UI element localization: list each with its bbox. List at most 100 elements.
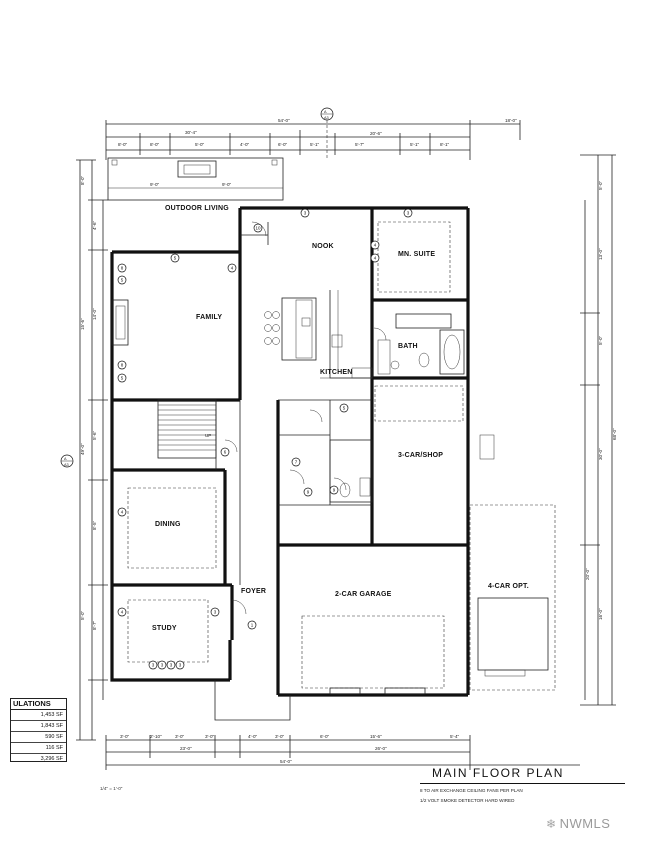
room-family: FAMILY (196, 314, 222, 321)
calculations-title: ULATIONS (11, 699, 66, 710)
svg-text:A: A (64, 457, 67, 461)
section-marker-left: A A3 (60, 454, 74, 468)
room-shop: 3-CAR/SHOP (398, 452, 443, 459)
room-garage: 2-CAR GARAGE (335, 591, 392, 598)
room-outdoor-living: OUTDOOR LIVING (165, 205, 229, 212)
nwmls-watermark: ❄ NWMLS (546, 816, 610, 831)
svg-text:4'-6": 4'-6" (92, 220, 97, 230)
calc-row: 590 SF (11, 732, 66, 743)
room-kitchen: KITCHEN (320, 369, 353, 376)
svg-text:5'-0": 5'-0" (80, 610, 85, 620)
svg-text:3'-0": 3'-0" (175, 734, 185, 739)
svg-text:3: 3 (152, 663, 155, 668)
svg-text:54'-0": 54'-0" (280, 759, 292, 764)
stair-up-label: UP (205, 433, 211, 438)
svg-text:20'-0": 20'-0" (585, 568, 590, 580)
svg-text:8'-5": 8'-5" (92, 520, 97, 530)
title-note-smoke: 1/2 VOLT SMOKE DETECTOR HARD WIRED (420, 798, 515, 803)
svg-text:1: 1 (251, 623, 254, 628)
nwmls-logo-icon: ❄ (546, 816, 557, 831)
svg-text:4'-0": 4'-0" (240, 142, 250, 147)
svg-text:4: 4 (374, 256, 377, 261)
svg-text:8'-7": 8'-7" (92, 620, 97, 630)
svg-text:9: 9 (307, 490, 310, 495)
calc-row: 116 SF (11, 743, 66, 754)
staircase (157, 399, 217, 470)
svg-text:30'-4": 30'-4" (185, 130, 197, 135)
section-marker-top: A A3 (320, 107, 334, 160)
room-bath: BATH (398, 343, 418, 350)
svg-text:15'-6": 15'-6" (370, 734, 382, 739)
svg-text:3'-0": 3'-0" (205, 734, 215, 739)
top-dimension-lines: 54'-0" 20'-6" 18'-0" 8'-0" 8'-0" 5'-0" 4… (105, 118, 521, 160)
svg-text:3: 3 (214, 610, 217, 615)
calc-row: 1,453 SF (11, 710, 66, 721)
svg-text:3: 3 (161, 663, 164, 668)
master-suite-fixtures (377, 221, 465, 375)
svg-text:3: 3 (170, 663, 173, 668)
svg-text:30'-0": 30'-0" (598, 448, 603, 460)
svg-text:A3: A3 (64, 463, 69, 467)
svg-text:3: 3 (407, 211, 410, 216)
bottom-dimension-lines: 3'-0" 2'-10" 3'-0" 3'-0" 4'-0" 3'-0" 6'-… (105, 734, 580, 770)
svg-text:26'-0": 26'-0" (375, 746, 387, 751)
svg-text:5'-1": 5'-1" (310, 142, 320, 147)
kitchen-island (264, 297, 317, 361)
fireplace (111, 299, 129, 346)
svg-text:15'-6": 15'-6" (80, 318, 85, 330)
svg-text:20'-6": 20'-6" (370, 131, 382, 136)
optional-garage-outline (469, 434, 556, 691)
interior-walls (112, 208, 468, 640)
svg-text:8'-0": 8'-0" (80, 175, 85, 185)
svg-text:5'-7": 5'-7" (355, 142, 365, 147)
svg-text:8: 8 (121, 266, 124, 271)
svg-text:4: 4 (121, 510, 124, 515)
svg-text:A3: A3 (324, 116, 329, 120)
ceiling-outlines (127, 487, 217, 663)
svg-text:4'-0": 4'-0" (248, 734, 258, 739)
kitchen-counters (320, 290, 373, 379)
svg-text:9: 9 (333, 488, 336, 493)
svg-text:3'-0": 3'-0" (275, 734, 285, 739)
svg-text:3: 3 (179, 663, 182, 668)
window-tags: 5 8 5 8 5 3 4 4 3 10 4 5 6 7 9 9 4 4 3 1… (117, 208, 413, 670)
svg-text:5'-0": 5'-0" (598, 180, 603, 190)
svg-text:68'-0": 68'-0" (612, 428, 617, 440)
calc-row: 3,296 SF (40, 756, 63, 762)
outdoor-living-area: 9'-0" 9'-0" (107, 157, 284, 201)
watermark-text: NWMLS (559, 816, 611, 831)
svg-text:2'-10": 2'-10" (150, 734, 162, 739)
title-note-fans: 8 TO AIR EXCHANGE CEILING FANS PER PLAN (420, 788, 523, 793)
svg-text:3: 3 (304, 211, 307, 216)
garage-fixtures (301, 385, 464, 695)
room-dining: DINING (155, 521, 181, 528)
svg-text:6'-0": 6'-0" (278, 142, 288, 147)
svg-text:5'-0": 5'-0" (195, 142, 205, 147)
svg-text:54'-0": 54'-0" (278, 118, 290, 123)
plan-title: MAIN FLOOR PLAN (432, 766, 564, 780)
svg-text:8: 8 (121, 363, 124, 368)
svg-text:4: 4 (231, 266, 234, 271)
door-swings (224, 221, 387, 615)
svg-text:5'-1": 5'-1" (410, 142, 420, 147)
svg-text:8'-0": 8'-0" (150, 142, 160, 147)
svg-text:9'-0": 9'-0" (150, 182, 160, 187)
svg-text:4: 4 (374, 243, 377, 248)
svg-text:16'-0": 16'-0" (598, 608, 603, 620)
right-dimension-lines: 5'-0" 13'-0" 5'-0" 30'-0" 16'-0" 68'-0" … (580, 154, 617, 706)
svg-text:14'-0": 14'-0" (92, 308, 97, 320)
room-optional-garage: 4-CAR OPT. (488, 583, 529, 590)
room-nook: NOOK (312, 243, 334, 250)
svg-text:13'-0": 13'-0" (598, 248, 603, 260)
svg-text:5: 5 (343, 406, 346, 411)
svg-text:5'-0": 5'-0" (598, 335, 603, 345)
svg-text:49'-0": 49'-0" (80, 443, 85, 455)
svg-text:5: 5 (174, 256, 177, 261)
left-dimension-lines: 8'-0" 15'-6" 49'-0" 5'-0" 4'-6" 14'-0" 5… (76, 159, 108, 741)
svg-text:5: 5 (121, 376, 124, 381)
svg-text:5'-6": 5'-6" (92, 430, 97, 440)
svg-text:23'-0": 23'-0" (180, 746, 192, 751)
svg-text:8'-1": 8'-1" (440, 142, 450, 147)
svg-text:5'-4": 5'-4" (450, 734, 460, 739)
